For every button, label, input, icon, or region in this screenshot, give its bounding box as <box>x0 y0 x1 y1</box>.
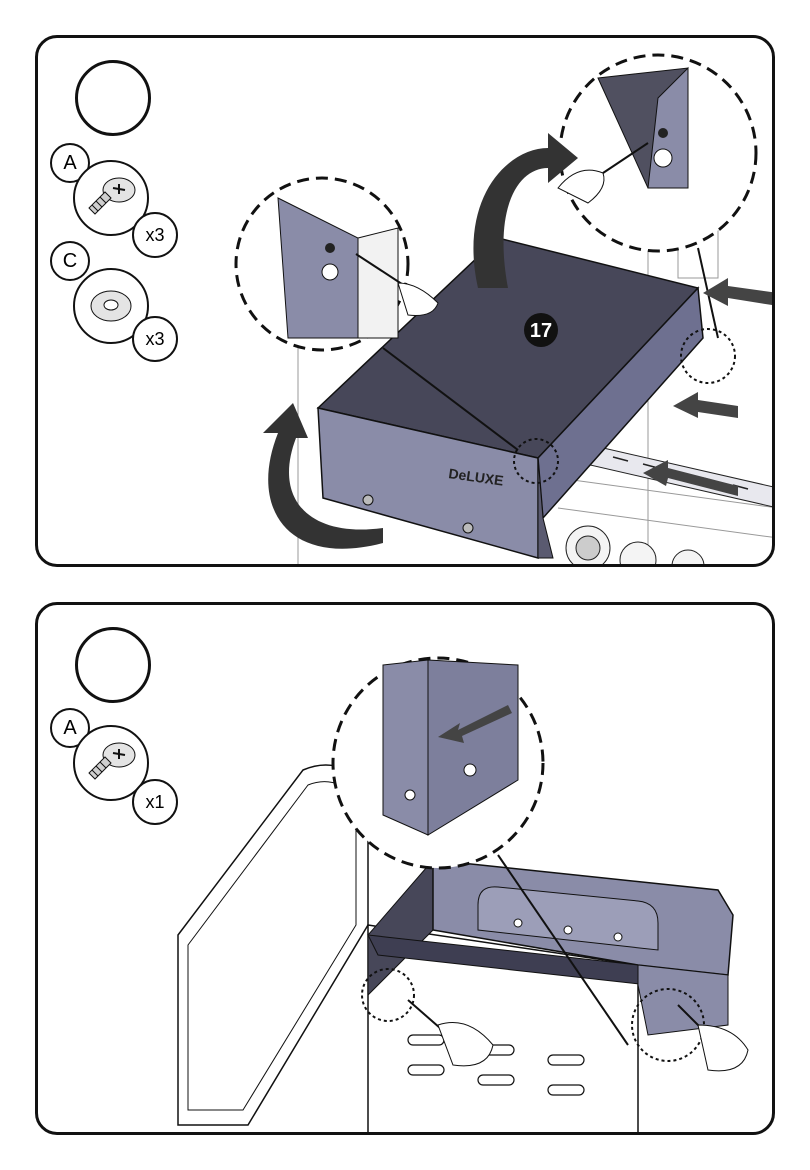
detail-zoom <box>333 658 543 868</box>
detail-zoom-right <box>558 55 756 251</box>
step-number-badge: 17 <box>524 313 558 347</box>
control-knobs <box>566 526 704 567</box>
quantity-badge: x1 <box>132 779 178 825</box>
instruction-panel-step-2: A x1 <box>35 602 775 1135</box>
step-indicator-circle <box>75 60 151 136</box>
svg-text:17: 17 <box>530 320 552 342</box>
instruction-panel-step-1: DeLUXE 17 <box>35 35 775 567</box>
step-indicator-circle <box>75 627 151 703</box>
grill-lid <box>178 765 368 1125</box>
assembly-illustration-2 <box>38 605 775 1135</box>
quantity-badge: x3 <box>132 212 178 258</box>
quantity-badge: x3 <box>132 316 178 362</box>
